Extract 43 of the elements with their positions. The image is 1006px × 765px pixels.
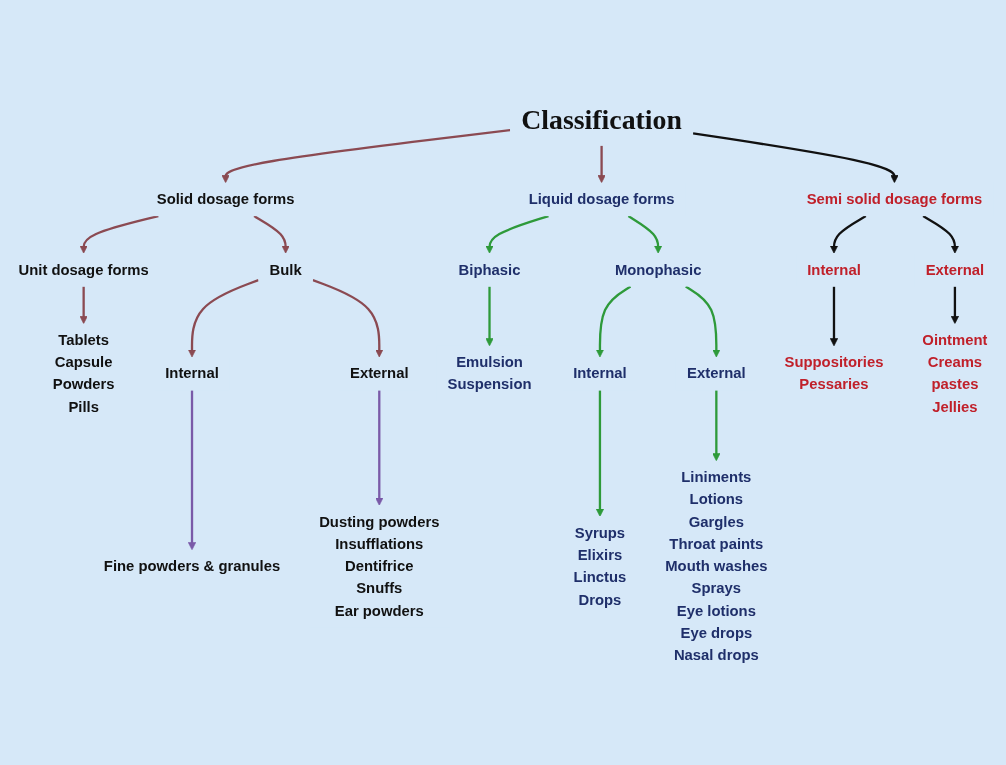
node-text: Classification — [521, 103, 682, 135]
arrow — [692, 132, 899, 184]
arrow — [375, 390, 384, 506]
node-text: Fine powders & granules — [103, 558, 281, 574]
arrow — [485, 286, 494, 347]
node-text: Internal — [573, 365, 627, 382]
node-text: Semi solid dosage forms — [806, 191, 983, 207]
arrow — [595, 285, 632, 358]
node-text: Internal — [165, 365, 219, 382]
arrow — [829, 215, 867, 254]
arrow — [79, 215, 159, 254]
arrow — [485, 215, 549, 254]
node-text: Biphasic — [458, 261, 521, 278]
arrow — [922, 215, 959, 254]
node-text: Ointment Creams pastes Jellies — [922, 331, 988, 415]
arrow — [685, 285, 721, 358]
node-text: Syrups Elixirs Linctus Drops — [573, 524, 627, 608]
arrow — [712, 390, 721, 462]
node-text: External — [350, 365, 409, 382]
node-text: Emulsion Suspension — [447, 354, 532, 393]
node-text: External — [925, 261, 985, 278]
node-text: Dusting powders Insufflations Dentifrice Snuffs Ear powders — [319, 513, 440, 619]
arrow — [187, 279, 259, 358]
node-text: Unit dosage forms — [18, 261, 149, 278]
arrow — [627, 215, 663, 254]
node-text: Internal — [807, 261, 861, 278]
node-text: External — [687, 365, 746, 382]
arrow — [187, 390, 197, 551]
arrow — [221, 129, 511, 184]
arrow — [829, 286, 839, 347]
arrow — [597, 145, 606, 184]
arrow — [312, 279, 384, 358]
node-text: Liquid dosage forms — [528, 191, 675, 207]
node-text: Tablets Capsule Powders Pills — [52, 331, 115, 415]
arrow — [79, 286, 88, 324]
arrow — [595, 390, 605, 517]
arrow — [950, 286, 959, 324]
node-text: Monophasic — [614, 261, 702, 278]
node-text: Bulk — [269, 261, 302, 278]
node-text: Liniments Lotions Gargles Throat paints Mouth washes Sprays Eye lotions Eye drops Nasal drops — [665, 469, 768, 663]
node-text: Suppositories Pessaries — [784, 354, 884, 393]
node-text: Solid dosage forms — [156, 191, 295, 207]
arrow — [253, 215, 290, 254]
